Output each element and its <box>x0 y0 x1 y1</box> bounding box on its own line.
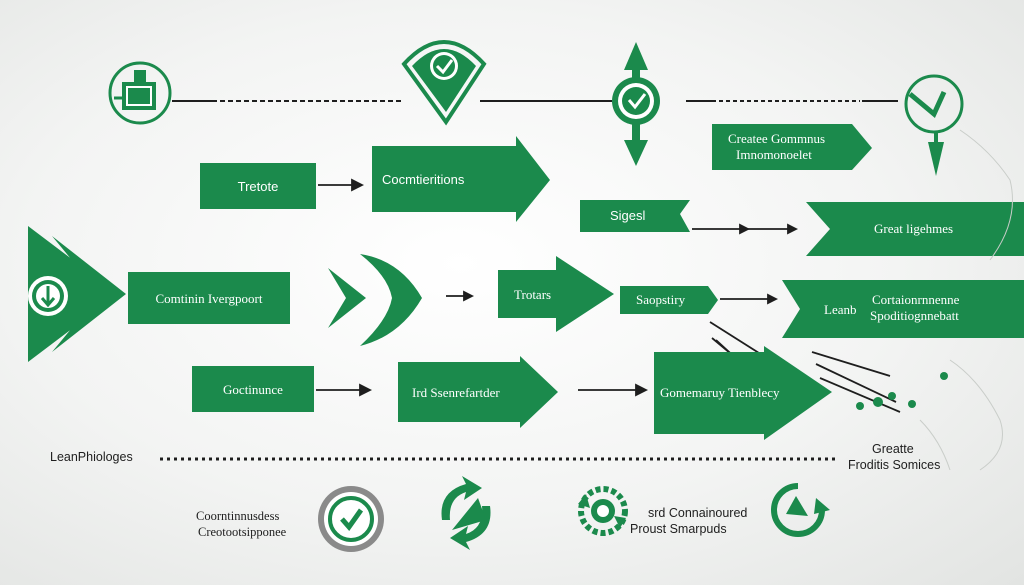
checkmark-tool-icon <box>904 74 964 176</box>
small-green-marks <box>856 372 948 410</box>
arrow-shapes <box>28 124 1024 440</box>
great-ligehmes-arrow <box>806 202 1024 256</box>
spoditiognnebatt-label: Spoditiognnebatt <box>870 308 959 323</box>
coorntinnusdess-label: Coorntinnusdess <box>196 509 280 523</box>
leanb-label: Leanb <box>824 302 857 317</box>
saopstiry-label: Saopstiry <box>636 292 686 307</box>
create-gomminus-label: Createe Gommnus <box>728 131 826 146</box>
check-pin-icon <box>401 40 487 126</box>
comtinin-box: Comtinin Ivergpoort <box>128 272 290 324</box>
trotars-label: Trotars <box>514 287 552 302</box>
clipboard-icon <box>108 61 172 125</box>
check-compass-icon <box>612 42 660 166</box>
cortaion-box <box>782 280 1024 338</box>
tretote-label: Tretote <box>237 178 279 194</box>
great-ligehmes-label: Great ligehmes <box>874 221 954 236</box>
goctinunce-box: Goctinunce <box>192 366 314 412</box>
ird-ssenrefartder-label: Ird Ssenrefartder <box>412 385 500 400</box>
ird-arrow <box>398 356 558 428</box>
proust-sparpuds-label: Proust Smarpuds <box>630 522 727 536</box>
leanphiologes-label: LeanPhiologes <box>50 450 133 464</box>
sigesl-label: Sigesl <box>610 208 646 223</box>
refresh-arrows-icon <box>441 476 491 550</box>
goctinunce-label: Goctinunce <box>223 381 283 397</box>
cortaionrnnenne-label: Cortaionrnnenne <box>872 292 960 307</box>
trotars-arrow <box>498 256 614 332</box>
create-gomminus-arrow <box>712 124 872 170</box>
gomemaruy-label: Gomemaruy Tienblecy <box>660 385 780 400</box>
cycle-icon <box>771 483 830 537</box>
tretote-box: Tretote <box>200 163 316 209</box>
sigesl-arrow <box>580 200 690 232</box>
background-map-lines <box>919 129 1013 471</box>
gomemaruy-arrow <box>654 346 832 440</box>
imnomonoelet-label: Imnomonoelet <box>736 147 812 162</box>
left-chevron-arrow <box>28 226 126 362</box>
double-chevron-shape <box>328 254 422 346</box>
greatte-label: Greatte <box>872 442 914 456</box>
gear-refresh-icon <box>578 486 628 536</box>
frodittis-label: Froditis Somices <box>848 458 941 472</box>
creotootsipponee-label: Creotootsipponee <box>198 525 287 539</box>
cocmtieritions-label: Cocmtieritions <box>382 172 465 187</box>
comtinin-label: Comtinin Ivergpoort <box>155 290 263 306</box>
saopstiry-arrow <box>620 286 718 314</box>
srd-connainoured-label: srd Connainoured <box>648 506 748 520</box>
check-circle-icon <box>318 486 384 552</box>
down-arrow-chevron-icon <box>28 276 68 316</box>
cocmtieritions-arrow <box>372 136 550 222</box>
